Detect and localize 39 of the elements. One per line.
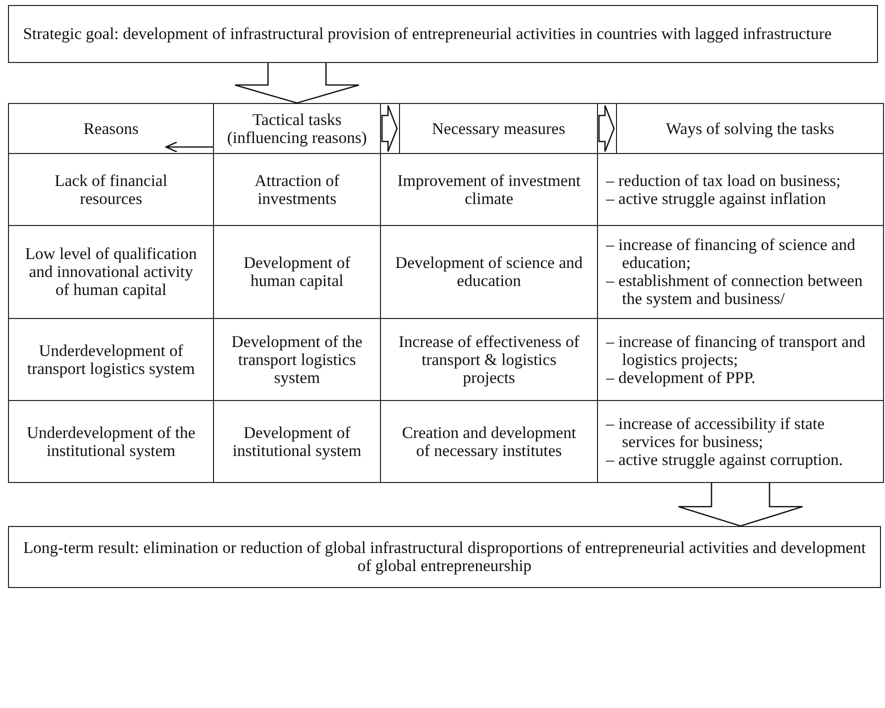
list-item: – active struggle against inflation [604, 190, 827, 208]
cell-text: Necessary measures [432, 120, 566, 138]
cell-text: Improvement of investment climate [396, 172, 582, 208]
list-item: – reduction of tax load on business; [604, 172, 842, 190]
cell-text: Ways of solving the tasks [666, 120, 834, 138]
table-cell [597, 400, 884, 483]
cell-text: Development of science and education [395, 254, 583, 290]
cell-text: Tactical tasks (influencing reasons) [226, 110, 368, 146]
header-cell [213, 103, 381, 154]
list-item: – increase of accessibility if state services for business; [604, 414, 826, 450]
arrow [165, 141, 213, 153]
list-item: – increase of financing of science and education; [604, 236, 856, 272]
cell-text: Low level of qualification and innovational activity of human capital [24, 245, 198, 299]
cell-text: Development of human capital [242, 254, 352, 290]
goal-box [8, 5, 878, 63]
cell-text: Underdevelopment of transport logistics system [26, 342, 196, 378]
cell-text: Underdevelopment of the institutional system [26, 424, 196, 460]
block-arrow [381, 104, 398, 152]
header-cell [399, 103, 598, 154]
cell-text: Attraction of investments [254, 172, 340, 208]
block-arrow [234, 62, 360, 104]
cell-text: Increase of effectiveness of transport & logistics projects [398, 332, 580, 386]
cell-text: Development of institutional system [232, 424, 362, 460]
block-arrow [678, 482, 804, 527]
list-item: – increase of financing of transport and logistics projects; [604, 332, 866, 368]
cell-text: Strategic goal: development of infrastructural provision of entrepreneurial activities in countries with lagged infrastructure [23, 25, 833, 43]
list-item: – development of PPP. [604, 368, 756, 386]
table-cell [8, 400, 214, 483]
list-item: – active struggle against corruption. [604, 450, 844, 468]
list-item: – establishment of connection between the system and business/ [604, 272, 864, 308]
result-box [8, 526, 881, 588]
block-arrow [598, 104, 615, 152]
header-cell [8, 103, 214, 154]
cell-text: Reasons [84, 120, 138, 138]
cell-text: Development of the transport logistics system [230, 332, 364, 386]
cell-text: Lack of financial resources [54, 172, 168, 208]
cell-text: Creation and development of necessary institutes [400, 424, 578, 460]
header-cell [616, 103, 884, 154]
cell-text: Long-term result: elimination or reduction of global infrastructural disproportions of entrepreneurial activities and development of global entrepreneurship [23, 539, 866, 575]
